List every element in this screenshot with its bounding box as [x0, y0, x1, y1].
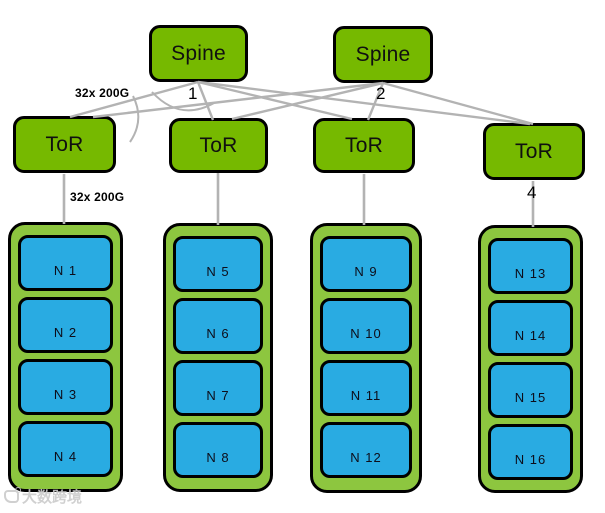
tor-switch-1: ToR — [13, 116, 116, 173]
rack-1: N 1 N 2 N 3 N 4 — [8, 222, 123, 492]
node-box: N 3 — [18, 359, 113, 415]
node-box: N 5 — [173, 236, 263, 292]
link-line — [197, 80, 353, 121]
node-box: N 2 — [18, 297, 113, 353]
node-label: N 3 — [53, 387, 78, 402]
node-box: N 13 — [488, 238, 573, 294]
node-box: N 4 — [18, 421, 113, 477]
node-label: N 1 — [53, 263, 78, 278]
node-label: N 14 — [514, 328, 547, 343]
spine-to-tor-links — [69, 80, 534, 143]
tor-to-rack-links — [62, 173, 535, 227]
tor-2-label: ToR — [199, 133, 238, 157]
node-label: N 12 — [350, 450, 382, 465]
watermark-logo-icon — [4, 487, 21, 503]
link-line — [92, 81, 384, 119]
link-line — [196, 81, 215, 121]
watermark: 大数跨境 — [4, 486, 82, 507]
node-box: N 1 — [18, 235, 113, 291]
node-box: N 14 — [488, 300, 573, 356]
node-box: N 6 — [173, 298, 263, 354]
tor-3-label: ToR — [345, 133, 383, 157]
link-line — [231, 81, 384, 121]
node-box: N 8 — [173, 422, 263, 478]
spine-1-port-label: 1 — [188, 84, 198, 103]
node-label: N 6 — [206, 326, 230, 341]
tor-switch-2: ToR — [169, 118, 268, 173]
node-label: N 5 — [206, 264, 230, 279]
tor-switch-3: ToR — [313, 118, 415, 173]
bundle-crossing-arc — [129, 95, 140, 143]
node-label: N 7 — [206, 388, 230, 403]
node-box: N 12 — [320, 422, 412, 478]
spine-2-port-label: 2 — [376, 84, 386, 103]
node-label: N 15 — [514, 390, 547, 405]
node-box: N 16 — [488, 424, 573, 480]
node-label: N 11 — [350, 388, 382, 403]
tor-switch-4: ToR — [483, 123, 585, 180]
node-label: N 10 — [350, 326, 382, 341]
node-box: N 10 — [320, 298, 412, 354]
node-label: N 2 — [53, 325, 78, 340]
spine-1-label: Spine — [171, 41, 226, 65]
rack-3: N 9 N 10 N 11 N 12 — [310, 223, 422, 493]
node-label: N 9 — [354, 264, 378, 279]
fanout-angle-arc — [151, 91, 215, 112]
rack-4: N 13 N 14 N 15 N 16 — [478, 225, 583, 493]
node-box: N 7 — [173, 360, 263, 416]
node-label: N 8 — [206, 450, 230, 465]
node-label: N 4 — [53, 449, 78, 464]
tor-1-label: ToR — [45, 132, 84, 156]
tor-link-bundle-label: 32x 200G — [70, 190, 125, 204]
node-box: N 9 — [320, 236, 412, 292]
spine-link-bundle-label: 32x 200G — [75, 86, 130, 100]
node-box: N 11 — [320, 360, 412, 416]
spine-switch-2: Spine — [333, 26, 433, 83]
spine-switch-1: Spine — [149, 25, 248, 82]
node-label: N 16 — [514, 452, 547, 467]
tor-4-label: ToR — [515, 139, 553, 163]
spine-2-label: Spine — [355, 42, 411, 66]
node-label: N 13 — [514, 266, 547, 281]
rack-2: N 5 N 6 N 7 N 8 — [163, 223, 273, 492]
watermark-text: 大数跨境 — [22, 489, 83, 506]
node-box: N 15 — [488, 362, 573, 418]
tor-4-port-label: 4 — [527, 183, 537, 202]
